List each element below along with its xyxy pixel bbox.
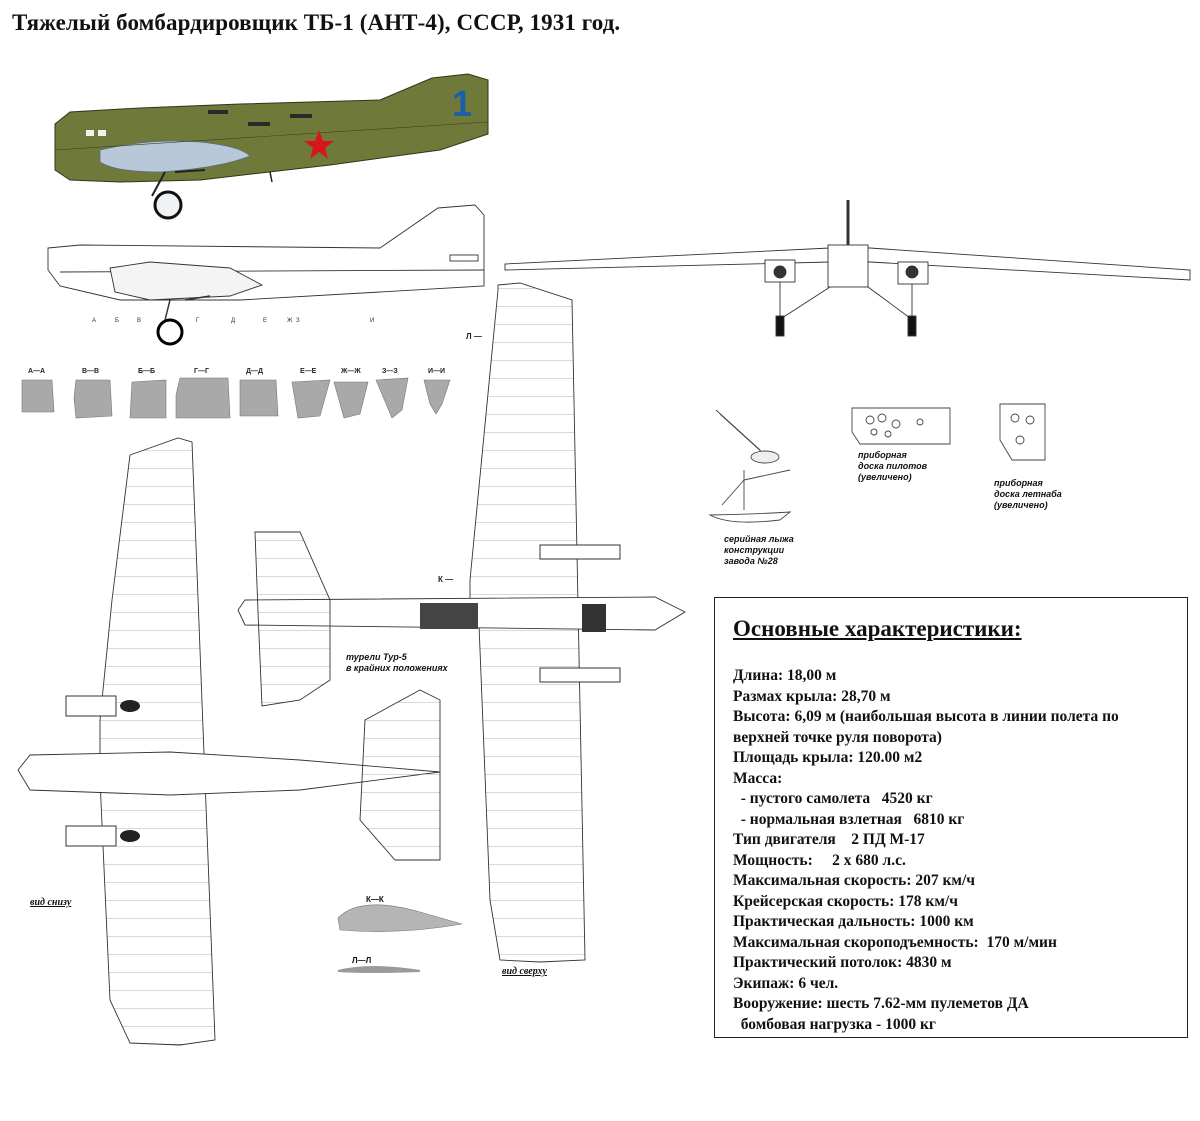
svg-text:Б: Б [115,318,119,324]
spec-row: Масса: [733,769,783,787]
svg-text:Г—Г: Г—Г [194,368,209,375]
svg-text:Г: Г [196,318,200,324]
spec-row: бомбовая нагрузка - 1000 кг [733,1015,936,1033]
pilot-panel-drawing [851,407,951,445]
svg-text:В: В [137,318,141,324]
spec-row: Высота: 6,09 м (наибольшая высота в лини… [733,708,1119,725]
spec-row: верхней точке руля поворота) [733,728,942,746]
airfoil-kk-label: К—К [366,895,384,904]
spec-row: Размах крыла: 28,70 м [733,687,891,705]
spec-row: Практический потолок: 4830 м [733,954,952,971]
spec-row: Максимальная скорость: 207 км/ч [733,872,976,889]
view-bottom-label: вид снизу [30,897,72,908]
svg-text:А: А [92,318,96,324]
airfoil-kk [337,904,463,932]
section-mark-l: Л — [466,332,482,341]
svg-text:А—А: А—А [28,368,45,375]
side-view-line [47,204,485,346]
spec-row: Крейсерская скорость: 178 км/ч [733,892,958,910]
spec-row: Экипаж: 6 чел. [733,974,839,992]
svg-text:Ж: Ж [287,318,293,324]
specs-box: Основные характеристики: Длина: 18,00 м … [714,597,1188,1038]
red-star-icon [304,130,334,159]
spec-row: Длина: 18,00 м [733,667,837,684]
spec-row: Мощность: 2 х 680 л.с. [733,851,906,869]
spec-row: - пустого самолета 4520 кг [733,790,933,807]
svg-text:И: И [370,318,374,324]
svg-text:Ж—Ж: Ж—Ж [340,368,361,375]
svg-text:Б—Б: Б—Б [138,368,155,375]
bottom-view [17,437,441,1046]
svg-text:Д—Д: Д—Д [246,368,263,375]
page-title: Тяжелый бомбардировщик ТБ-1 (АНТ-4), ССС… [12,10,621,35]
side-view-colored: 1 [54,73,489,220]
svg-text:И—И: И—И [428,368,445,375]
svg-text:З: З [296,318,300,324]
svg-text:Е: Е [263,318,267,324]
airfoil-ll-label: Л—Л [352,956,372,965]
ski-drawing [708,409,792,523]
spec-row: Вооружение: шесть 7.62-мм пулеметов ДА [733,995,1029,1012]
spec-row: - нормальная взлетная 6810 кг [733,810,965,828]
spec-row: Площадь крыла: 120.00 м2 [733,749,923,766]
top-view [237,282,686,963]
nav-panel-drawing [999,403,1046,461]
section-mark-k: К — [438,575,454,584]
spec-row: Максимальная скороподъемность: 170 м/мин [733,933,1057,951]
section-labels: А—А В—В Б—Б Г—Г Д—Д Е—Е Ж—Ж З—З И—И [28,368,445,375]
specs-heading: Основные характеристики: [733,616,1022,641]
svg-text:Д: Д [231,318,235,324]
cross-sections [21,377,451,419]
svg-text:В—В: В—В [82,368,99,375]
airfoil-ll [338,966,420,973]
spec-row: Тип двигателя 2 ПД М-17 [733,831,925,848]
tail-number: 1 [452,83,472,124]
station-marks: А Б В Г Д Е Ж З И [92,318,374,324]
view-top-label: вид сверху [502,966,547,977]
svg-text:З—З: З—З [382,368,398,375]
svg-text:Е—Е: Е—Е [300,368,317,375]
spec-row: Практическая дальность: 1000 км [733,913,974,930]
front-view [504,200,1191,337]
